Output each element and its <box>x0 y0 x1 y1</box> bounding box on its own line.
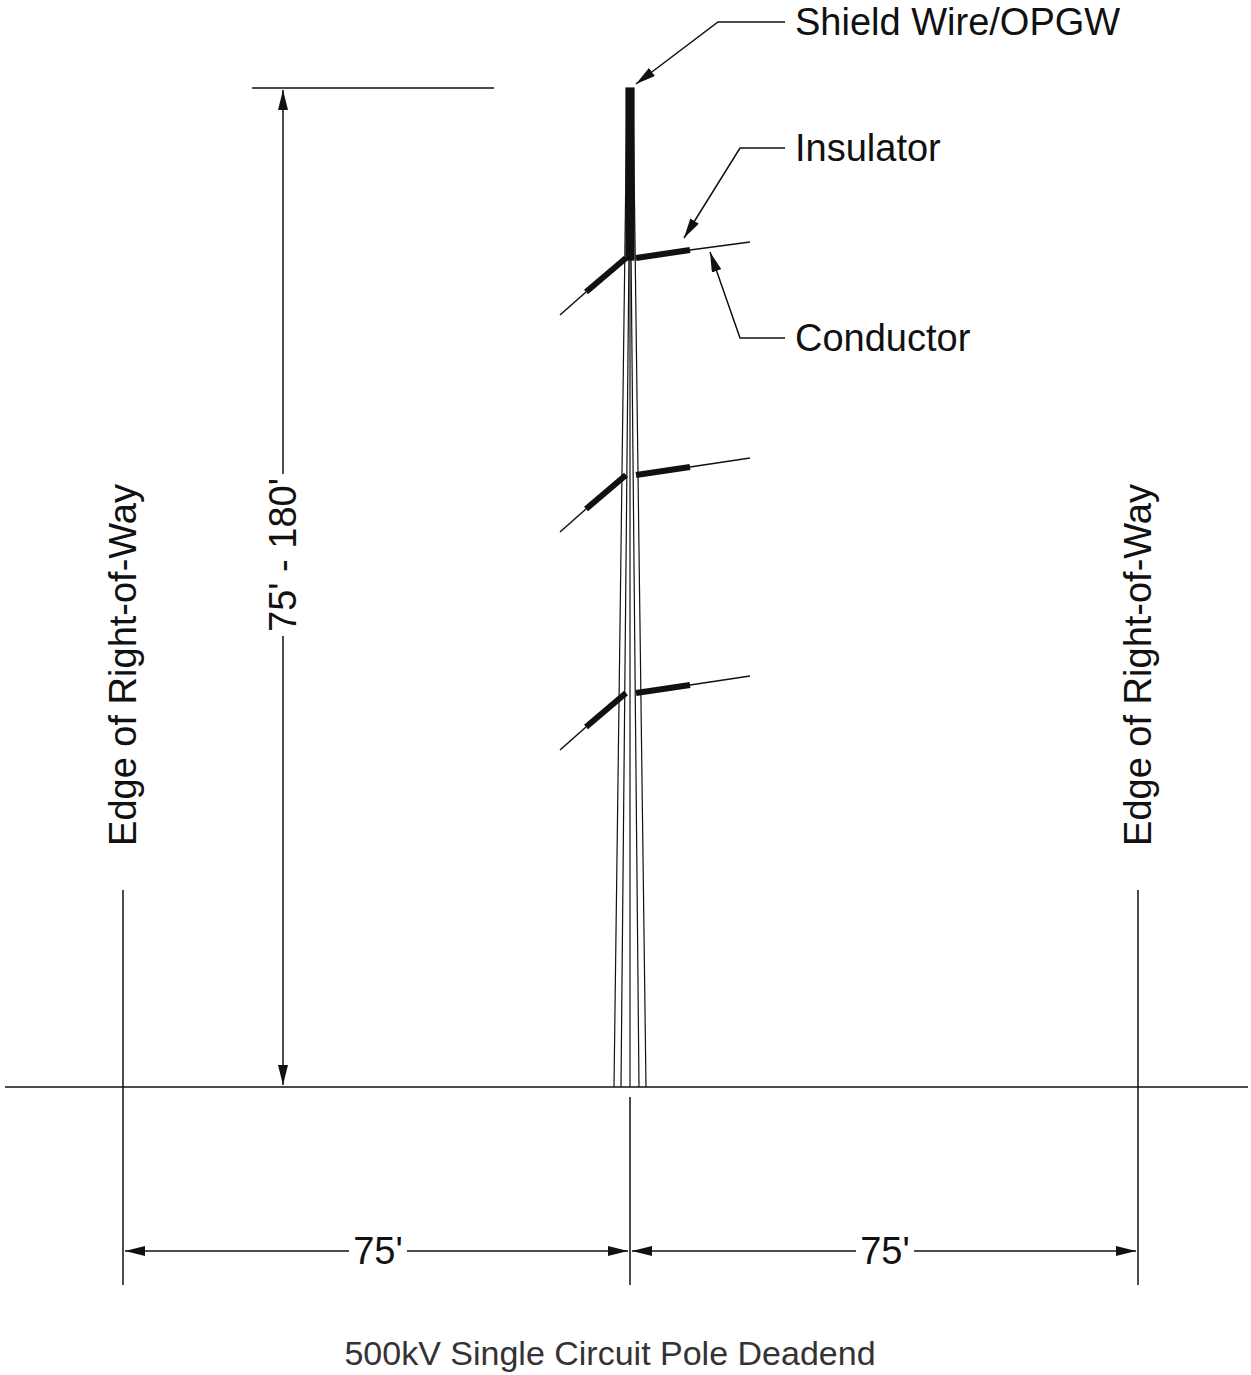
leader-line <box>710 252 785 338</box>
dimension-label: 75' <box>349 1230 407 1272</box>
row-edge-label: Edge of Right-of-Way <box>102 480 144 850</box>
row-edge-line <box>1137 890 1139 1285</box>
callout-label: Insulator <box>791 127 945 169</box>
dimension-label: 75' - 180' <box>262 474 304 636</box>
row-edge-line <box>122 890 124 1285</box>
leader-line <box>636 22 785 84</box>
insulator-assembly <box>560 242 750 750</box>
center-line <box>629 1097 631 1285</box>
steel-pole <box>614 88 646 1087</box>
leader-line <box>684 148 785 238</box>
callout-label: Conductor <box>791 317 974 359</box>
ground-line <box>5 1086 1248 1088</box>
extension-line <box>252 87 494 89</box>
figure-caption: 500kV Single Circuit Pole Deadend <box>340 1334 879 1372</box>
dimension-label: 75' <box>856 1230 914 1272</box>
callout-label: Shield Wire/OPGW <box>791 1 1124 43</box>
row-edge-label: Edge of Right-of-Way <box>1117 480 1159 850</box>
